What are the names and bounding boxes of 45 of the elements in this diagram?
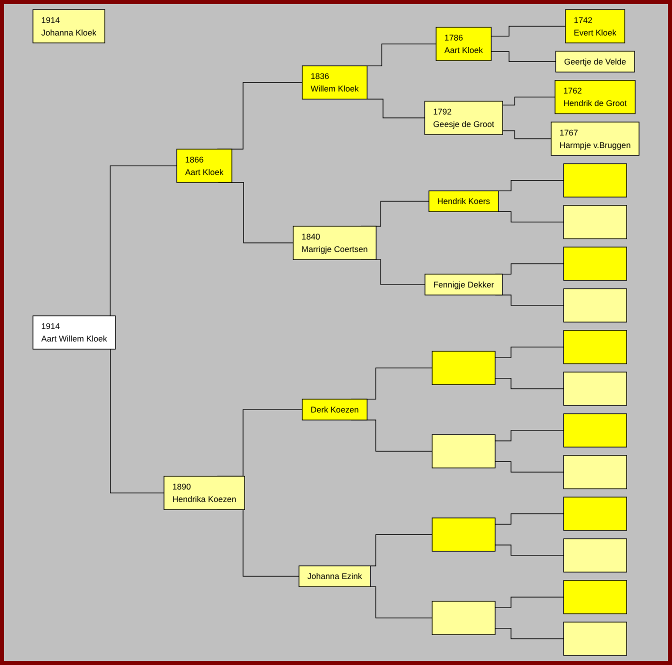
node-box	[563, 622, 627, 656]
node-box	[563, 372, 627, 406]
node-box	[436, 26, 492, 61]
node-box	[164, 476, 245, 510]
connector	[494, 461, 564, 472]
connector	[494, 346, 564, 358]
node-box	[563, 163, 627, 198]
connector	[365, 98, 426, 118]
connector	[494, 513, 564, 525]
node-box	[550, 122, 640, 156]
node-box	[563, 538, 627, 572]
node-box	[554, 80, 636, 114]
node-box	[563, 205, 627, 240]
node-box	[432, 518, 496, 552]
node-box	[298, 566, 371, 588]
node-box	[32, 315, 116, 350]
connector	[494, 378, 564, 390]
connector	[502, 96, 556, 106]
node-box	[302, 398, 368, 420]
node-box	[563, 288, 627, 322]
node-box	[424, 274, 503, 296]
node-box	[565, 9, 626, 44]
node-box	[563, 580, 627, 614]
connector	[494, 628, 564, 640]
node-box	[563, 413, 627, 448]
node-box	[432, 350, 496, 385]
node-box	[292, 226, 376, 260]
connector	[490, 26, 566, 37]
node-box	[32, 9, 106, 44]
node-box	[555, 50, 635, 72]
node-box	[432, 434, 496, 468]
connector	[494, 596, 564, 608]
node-box	[563, 246, 627, 281]
node-box	[302, 65, 368, 100]
node-box	[563, 330, 627, 364]
node-box	[563, 455, 627, 490]
connector	[490, 51, 556, 62]
node-box	[563, 496, 627, 531]
connector	[494, 544, 564, 556]
node-box	[428, 190, 499, 212]
node-box	[432, 600, 496, 635]
node-box	[424, 100, 503, 135]
connector	[502, 130, 552, 140]
node-box	[176, 148, 232, 183]
connector	[494, 430, 564, 442]
